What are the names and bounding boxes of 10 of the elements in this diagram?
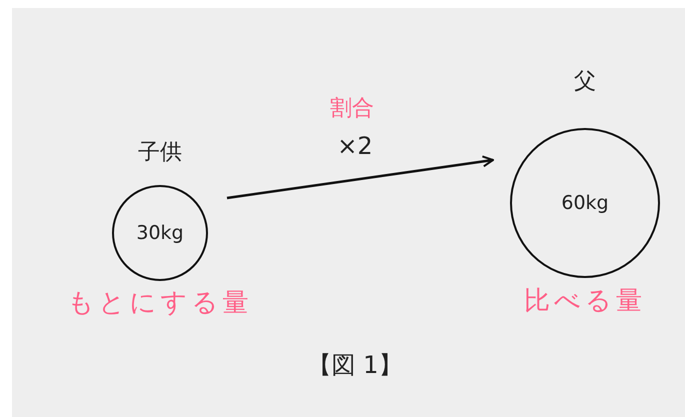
name-label: 父 — [574, 68, 596, 96]
ratio-label: 割合 — [330, 95, 374, 123]
figure-caption: 【図 1】 — [308, 350, 402, 381]
edge-label: ×2 — [337, 132, 373, 160]
arrow — [226, 155, 494, 200]
quantity-label: 比べる量 — [524, 285, 646, 318]
weight-label: 60kg — [560, 192, 610, 214]
name-label: 子供 — [138, 139, 182, 167]
quantity-label: もとにする量 — [68, 287, 252, 320]
weight-label: 30kg — [135, 222, 185, 244]
